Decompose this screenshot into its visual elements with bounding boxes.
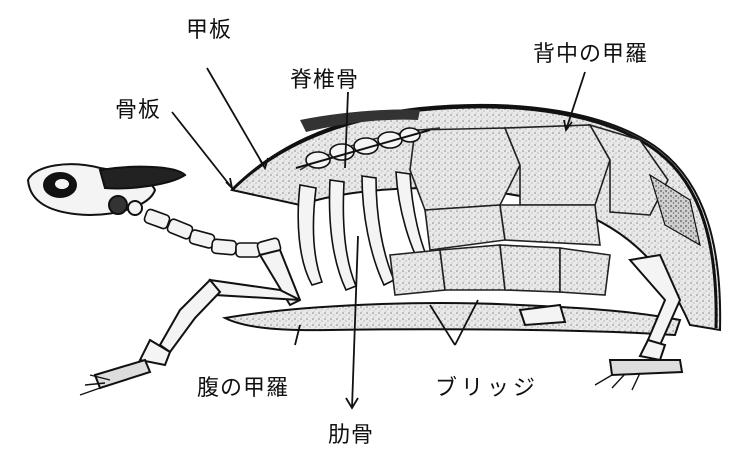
skull xyxy=(28,164,185,215)
label-rokkotsu: 肋骨 xyxy=(328,417,374,449)
label-koban: 骨板 xyxy=(115,92,161,124)
label-kouban: 甲板 xyxy=(186,12,232,44)
label-senaka-no-koura: 背中の甲羅 xyxy=(533,36,648,68)
label-bridge: ブリッジ xyxy=(435,370,539,402)
label-sekitsuikotsu: 脊椎骨 xyxy=(290,62,359,94)
label-hara-no-koura: 腹の甲羅 xyxy=(197,370,289,402)
neck-vertebrae xyxy=(143,208,281,257)
